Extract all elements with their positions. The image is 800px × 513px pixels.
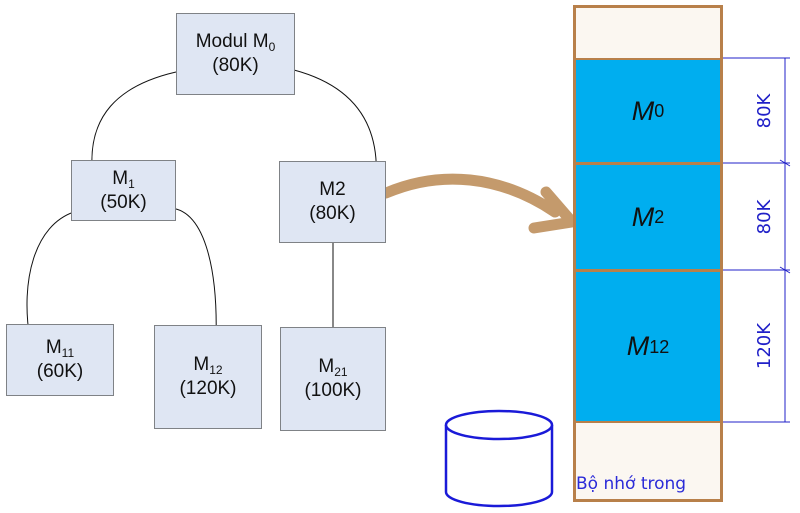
- node-m2: M2 (80K): [279, 161, 386, 243]
- node-m1: M1 (50K): [71, 160, 176, 221]
- node-m11-name: M: [45, 337, 62, 358]
- node-m21: M21 (100K): [280, 327, 386, 431]
- node-m11-sub: 11: [61, 346, 75, 360]
- memory-caption: Bộ nhớ trong: [576, 474, 687, 494]
- edge-root-m1: [87, 71, 177, 179]
- load-arrow: [380, 173, 561, 218]
- node-m21-sub: 21: [334, 365, 348, 379]
- node-m21-name: M: [318, 356, 335, 377]
- node-m1-name: M: [112, 167, 129, 189]
- node-m2-size: (80K): [309, 203, 356, 224]
- node-m12: M12 (120K): [154, 325, 262, 429]
- node-m12-sub: 12: [209, 363, 223, 377]
- disk-icon: [444, 409, 554, 508]
- dimension-lines: [723, 57, 791, 423]
- size-label-m12: 120K: [754, 322, 775, 370]
- memory-segment-m12-name: M: [626, 331, 650, 361]
- node-root-sub: 0: [268, 40, 276, 54]
- edge-m1-m11: [24, 211, 75, 341]
- node-m21-size: (100K): [304, 380, 362, 401]
- node-m2-name: M2: [319, 179, 346, 200]
- node-m12-size: (120K): [179, 378, 237, 399]
- size-label-m2: 80K: [754, 199, 775, 235]
- node-root-name: Modul M: [195, 31, 269, 52]
- node-root: Modul M0 (80K): [176, 13, 295, 95]
- node-root-size: (80K): [212, 55, 259, 76]
- load-arrow-head: [528, 186, 578, 234]
- edge-m1-m12: [164, 207, 221, 341]
- size-label-m0: 80K: [754, 93, 775, 129]
- node-m1-size: (50K): [100, 191, 147, 213]
- memory-segment-m2-name: M: [631, 201, 655, 232]
- node-m1-sub: 1: [128, 176, 135, 191]
- edge-root-m2: [293, 69, 381, 181]
- node-m12-name: M: [193, 354, 210, 375]
- node-m11: M11 (60K): [6, 324, 114, 396]
- node-m11-size: (60K): [36, 361, 84, 382]
- memory-segment-m0-name: M: [631, 95, 655, 126]
